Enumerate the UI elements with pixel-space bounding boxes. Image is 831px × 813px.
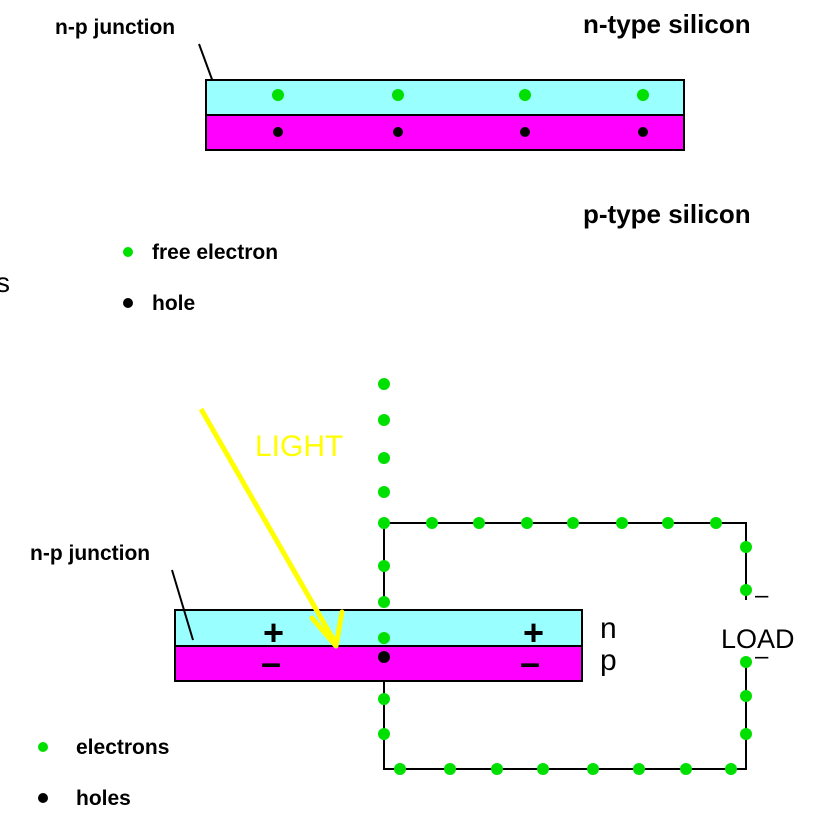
electron-dot: [740, 541, 752, 553]
electron-dot: [378, 378, 390, 390]
electron-dot: [725, 763, 737, 775]
electron-dot: [519, 89, 531, 101]
bottom-p-layer: [174, 645, 583, 682]
hole-dot: [520, 127, 530, 137]
bottom-n-layer: [174, 609, 583, 647]
electron-dot: [378, 693, 390, 705]
electron-dot: [473, 517, 485, 529]
top-p-layer: [205, 114, 685, 151]
load-label: LOAD: [721, 624, 795, 654]
legend-electron-label: free electron: [152, 241, 278, 264]
top-junction-label: n-p junction: [55, 16, 175, 39]
legend-holes-label: holes: [76, 787, 131, 810]
top-electron-row: [272, 89, 649, 101]
electron-dot: [378, 517, 390, 529]
electron-dot: [637, 89, 649, 101]
plus-sign-left: +: [263, 612, 284, 653]
legend-hole-icon: [123, 298, 133, 308]
electron-dot: [378, 486, 390, 498]
plus-sign-right: +: [523, 612, 544, 653]
p-type-label: p-type silicon: [583, 199, 751, 229]
electron-dot: [392, 89, 404, 101]
electron-dot: [378, 632, 390, 644]
n-type-label: n-type silicon: [583, 9, 751, 39]
electron-dot: [378, 728, 390, 740]
bottom-diagram: n-p junction + + – – n p LOAD – – LIGHT …: [30, 378, 795, 810]
electron-dot: [740, 690, 752, 702]
hole-dot: [638, 127, 648, 137]
legend-electron-icon: [123, 247, 133, 257]
electron-dot: [378, 452, 390, 464]
circuit-wire-top: [383, 522, 747, 602]
electron-dot: [378, 560, 390, 572]
electron-dot: [710, 517, 722, 529]
electron-dot: [378, 596, 390, 608]
hole-dot: [273, 127, 283, 137]
legend-holes-icon: [38, 793, 48, 803]
light-arrowhead: [309, 609, 345, 649]
electron-dot: [491, 763, 503, 775]
top-diagram: n-p junction n-type silicon p-type silic…: [55, 9, 751, 315]
minus-sign-right: –: [520, 642, 540, 683]
electron-dot: [378, 414, 390, 426]
load-minus-top: –: [755, 582, 769, 609]
electron-dot: [272, 89, 284, 101]
electron-dot: [567, 517, 579, 529]
circuit-electrons: [378, 378, 752, 775]
circuit-wire-bottom: [383, 655, 747, 770]
edge-text-fragment: s: [0, 267, 10, 298]
electron-dot: [616, 517, 628, 529]
junction-hole: [378, 651, 390, 663]
electron-dot: [740, 656, 752, 668]
electron-dot: [740, 728, 752, 740]
electron-dot: [633, 763, 645, 775]
minus-sign-left: –: [261, 642, 281, 683]
electron-dot: [662, 517, 674, 529]
legend-electrons-icon: [38, 742, 48, 752]
legend-electrons-label: electrons: [76, 736, 169, 759]
bottom-junction-pointer: [171, 569, 194, 641]
light-label: LIGHT: [255, 430, 343, 463]
electron-dot: [521, 517, 533, 529]
electron-dot: [680, 763, 692, 775]
electron-dot: [537, 763, 549, 775]
electron-dot: [426, 517, 438, 529]
electron-dot: [587, 763, 599, 775]
electron-dot: [394, 763, 406, 775]
electron-dot: [740, 584, 752, 596]
legend-hole-label: hole: [152, 292, 195, 315]
hole-dot: [393, 127, 403, 137]
p-letter: p: [600, 644, 617, 677]
bottom-junction-label: n-p junction: [30, 542, 150, 565]
light-ray: [198, 407, 339, 646]
load-minus-bottom: –: [755, 643, 769, 670]
electron-dot: [444, 763, 456, 775]
n-letter: n: [600, 612, 617, 645]
top-hole-row: [273, 127, 648, 137]
